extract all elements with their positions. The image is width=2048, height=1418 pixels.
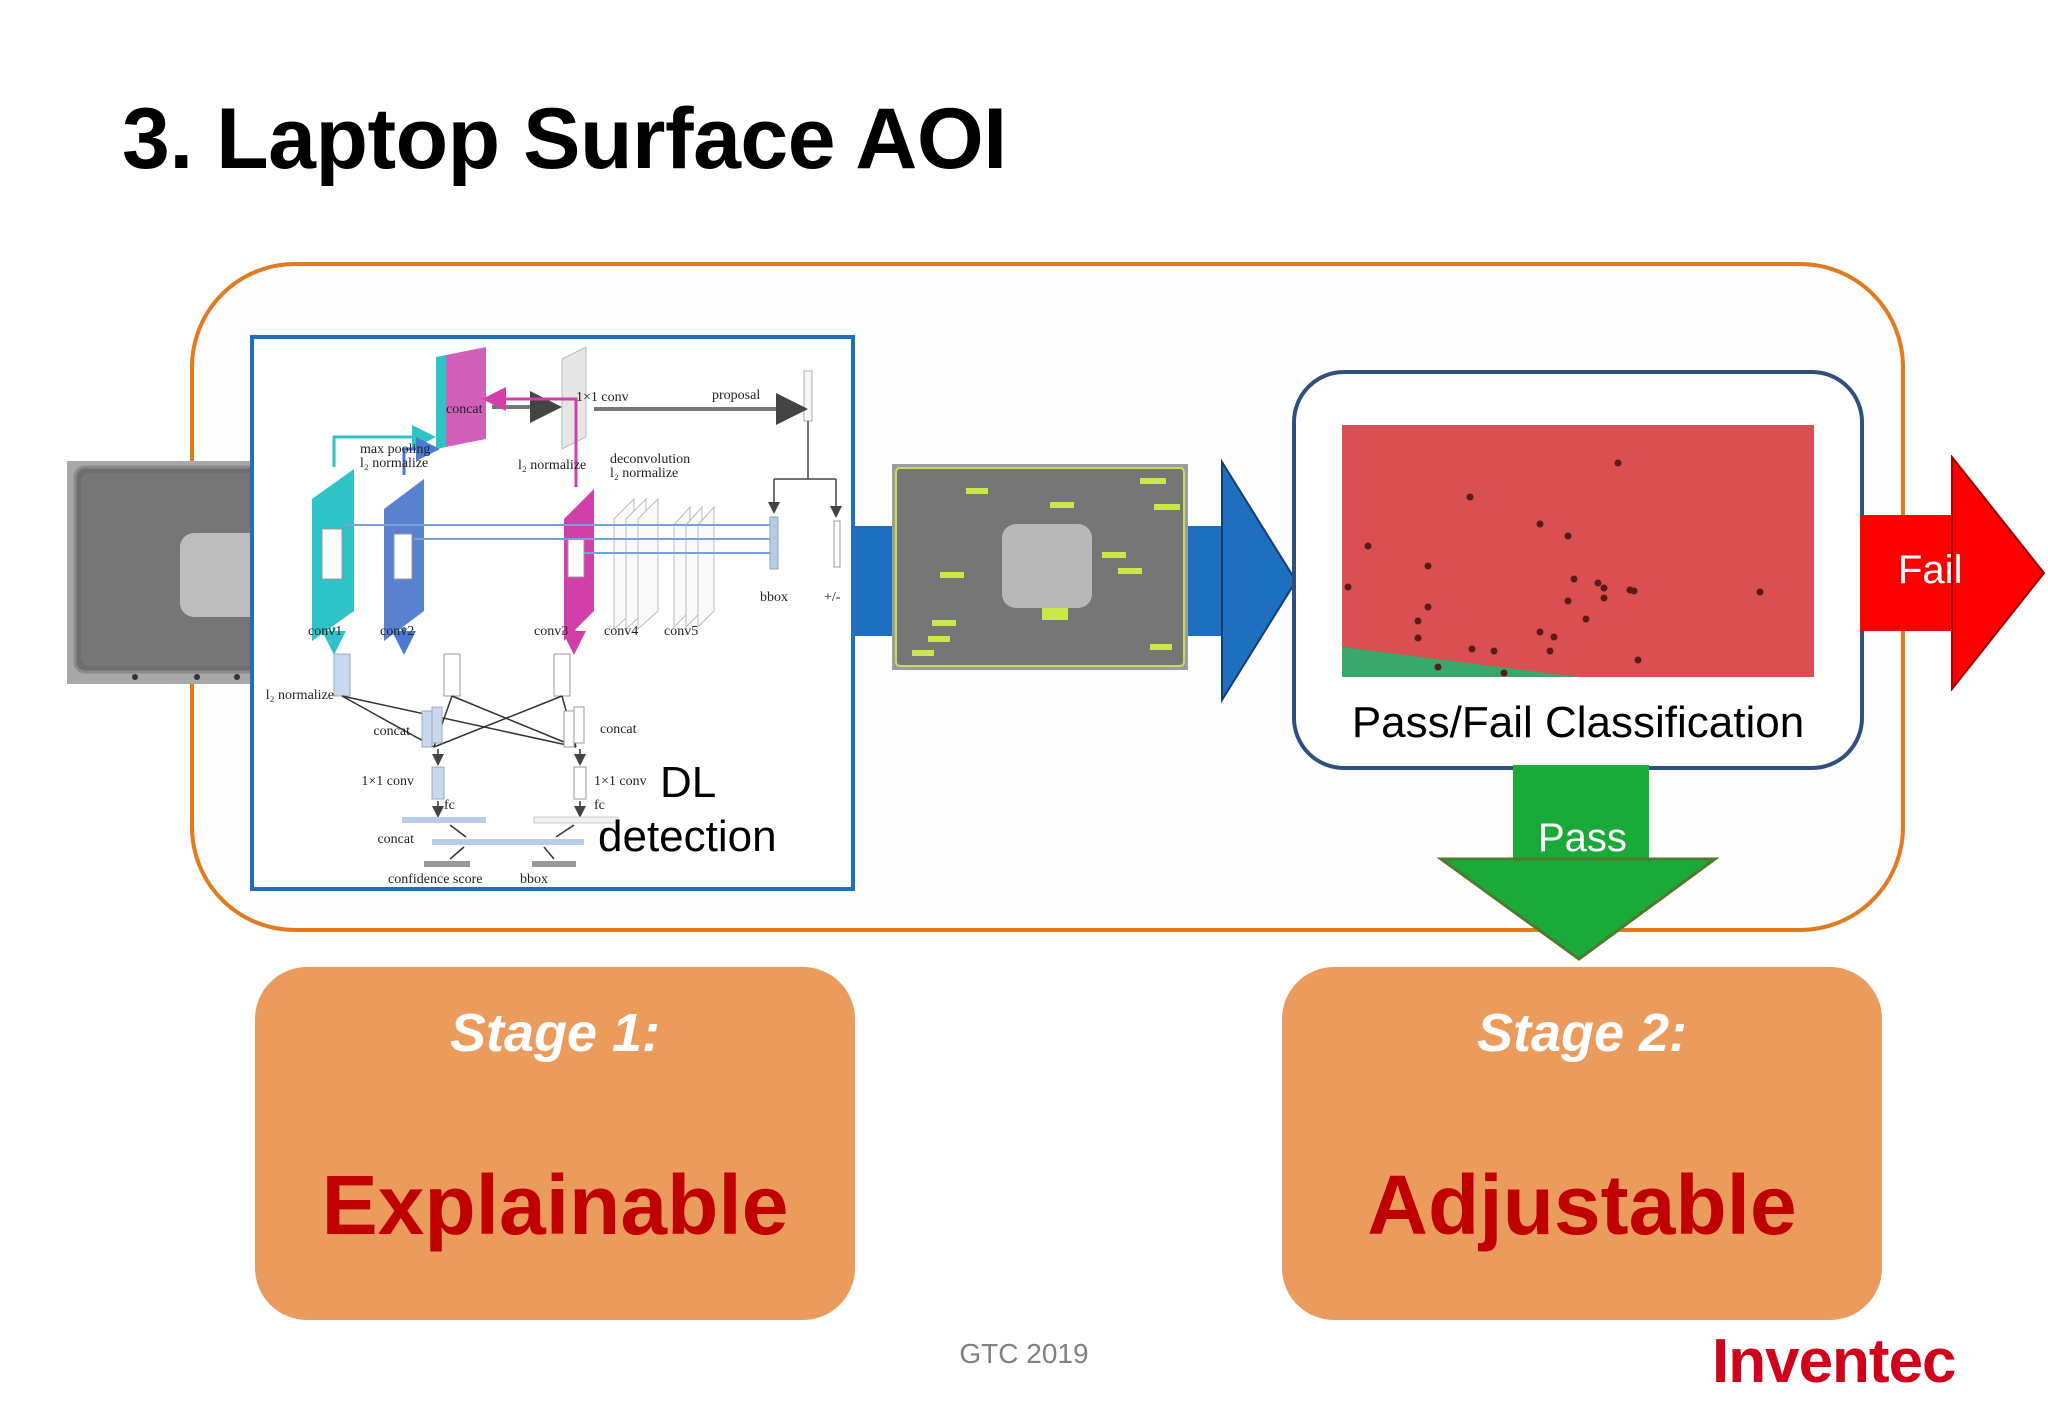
fail-label: Fail bbox=[1898, 548, 1963, 592]
label-proposal: proposal bbox=[712, 388, 760, 403]
label-l2-normalize-left: l₂ normalize bbox=[360, 456, 428, 471]
dl-label-line2: detection bbox=[598, 812, 777, 861]
label-bbox-bottom: bbox bbox=[520, 872, 548, 887]
label-confidence-score: confidence score bbox=[388, 872, 482, 887]
stage2-card: Stage 2: Adjustable bbox=[1282, 967, 1882, 1320]
decision-boundary-plot bbox=[1342, 425, 1814, 677]
detection-result-photo bbox=[892, 464, 1188, 670]
fail-arrow bbox=[1860, 455, 2046, 691]
label-1x1-conv-left: 1×1 conv bbox=[361, 774, 414, 789]
stage2-property: Adjustable bbox=[1367, 1158, 1797, 1252]
label-l2-normalize-mid: l₂ normalize bbox=[518, 458, 586, 473]
label-conv1: conv1 bbox=[308, 624, 342, 639]
logo-text: Inventec bbox=[1712, 1327, 1956, 1396]
label-1x1-conv-top: 1×1 conv bbox=[576, 390, 629, 405]
classification-label: Pass/Fail Classification bbox=[1351, 698, 1805, 747]
label-concat-left: concat bbox=[373, 724, 410, 739]
label-concat-top: concat bbox=[446, 402, 483, 417]
stage2-title: Stage 2: bbox=[1476, 1003, 1688, 1063]
stage1-card: Stage 1: Explainable bbox=[255, 967, 855, 1320]
stage1-title: Stage 1: bbox=[449, 1003, 661, 1063]
label-conv3: conv3 bbox=[534, 624, 568, 639]
stage1-property: Explainable bbox=[321, 1158, 789, 1252]
label-deconvolution: deconvolution bbox=[610, 452, 690, 467]
label-l2-normalize-low: l₂ normalize bbox=[266, 688, 334, 703]
inventec-logo: Inventec bbox=[1712, 1327, 1957, 1396]
slide-title: 3. Laptop Surface AOI bbox=[122, 91, 1007, 187]
label-l2-normalize-right: l₂ normalize bbox=[610, 466, 678, 481]
label-fc-right: fc bbox=[594, 798, 605, 813]
label-concat-right: concat bbox=[600, 722, 637, 737]
label-concat-bottom: concat bbox=[377, 832, 414, 847]
pass-arrow bbox=[1436, 765, 1720, 961]
label-1x1-conv-right: 1×1 conv bbox=[594, 774, 647, 789]
label-max-pooling: max pooling bbox=[360, 442, 430, 457]
label-fc-left: fc bbox=[444, 798, 455, 813]
dl-network-diagram: concat 1×1 conv proposal max pooling l₂ … bbox=[250, 335, 855, 891]
dl-label-line1: DL bbox=[660, 758, 717, 807]
label-plus-minus: +/- bbox=[824, 590, 841, 605]
footer-text: GTC 2019 bbox=[959, 1338, 1089, 1369]
pass-label: Pass bbox=[1538, 816, 1627, 860]
label-conv2: conv2 bbox=[380, 624, 414, 639]
label-conv5: conv5 bbox=[664, 624, 698, 639]
label-bbox-right: bbox bbox=[760, 590, 788, 605]
label-conv4: conv4 bbox=[604, 624, 638, 639]
